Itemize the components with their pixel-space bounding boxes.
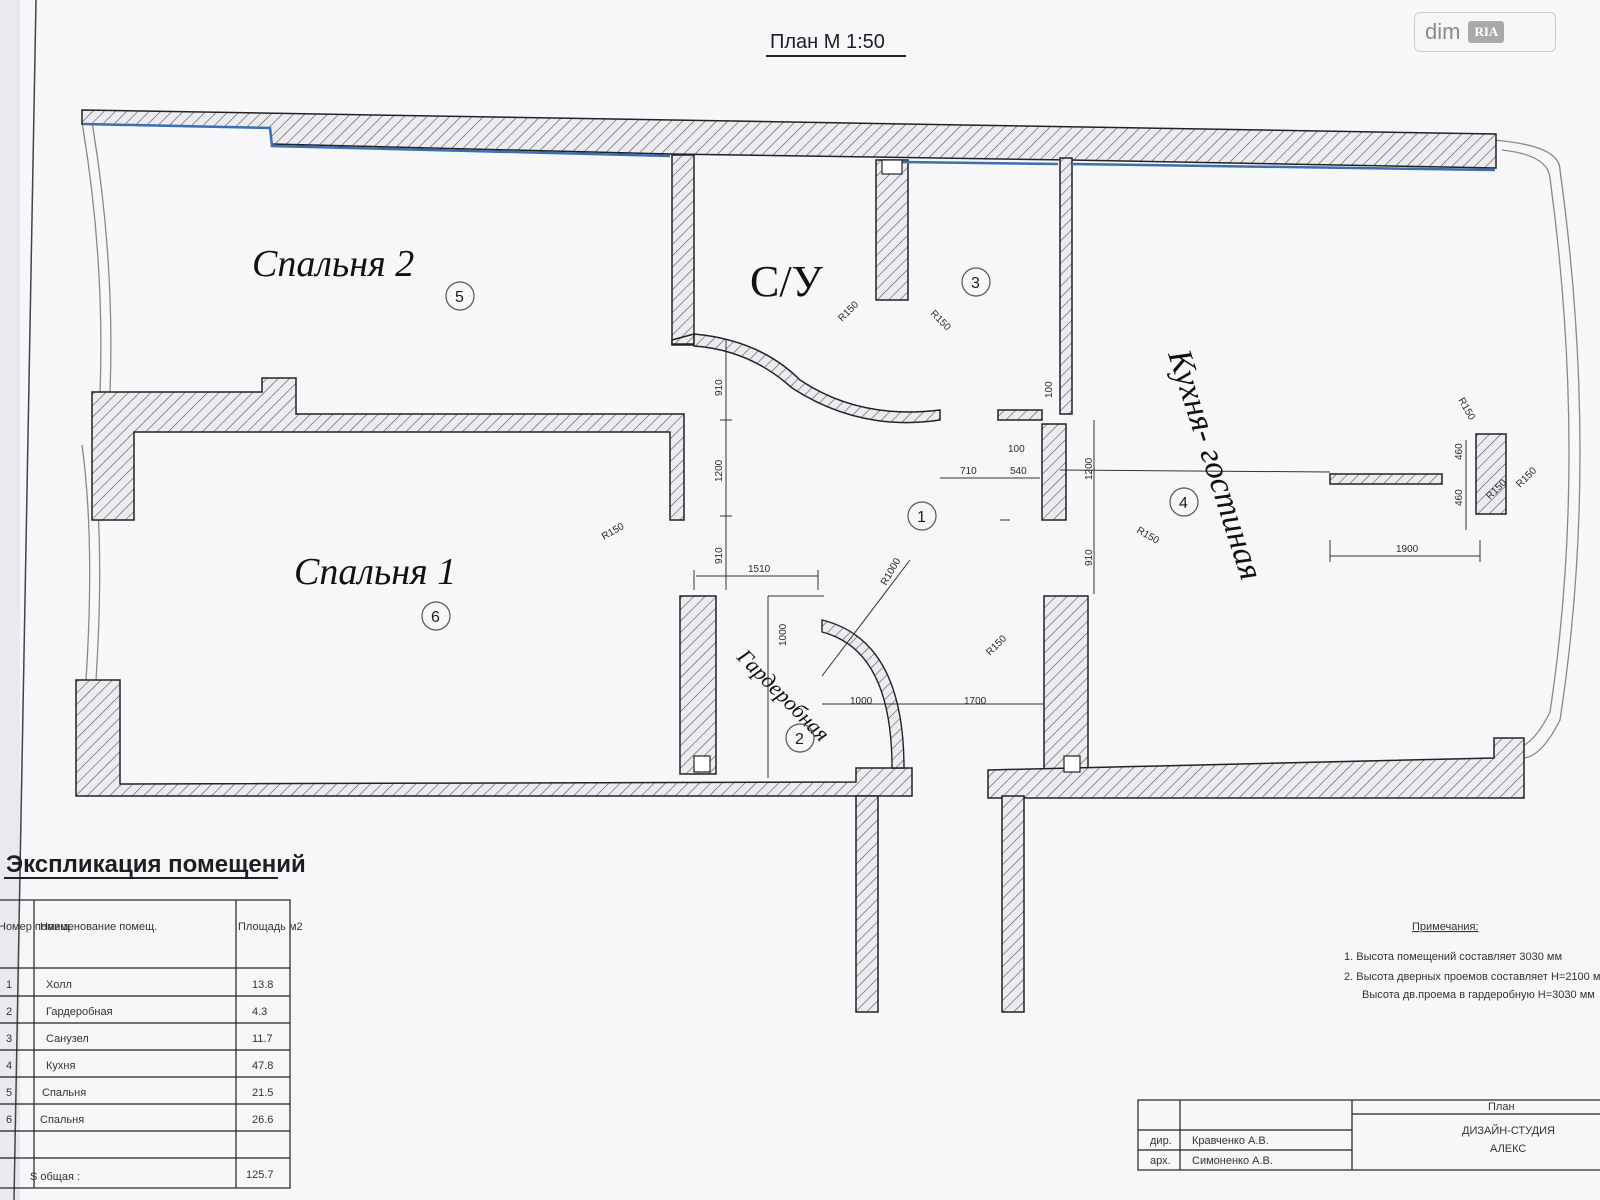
stamp-role-1: дир.: [1150, 1135, 1172, 1147]
explication-header-area: Площадь м2: [238, 921, 303, 933]
stamp-plan: План: [1488, 1101, 1515, 1113]
dimension-lines: [693, 340, 1481, 778]
dim-460-top: 460: [1454, 443, 1465, 460]
dim-910-mid: 910: [714, 547, 725, 564]
table-row-name: Спальня: [42, 1087, 86, 1099]
explication-total-label: S общая :: [30, 1171, 80, 1183]
stamp-studio-2: АЛЕКС: [1490, 1143, 1526, 1155]
table-row-num: 3: [6, 1033, 12, 1045]
notes-line-3: Высота дв.проема в гардеробную Н=3030 мм: [1362, 989, 1595, 1001]
walls: [75, 109, 1525, 1013]
room-label-bedroom2: Спальня 2: [252, 243, 414, 285]
bathroom-curved-wall: [693, 333, 941, 424]
room-num-2: 2: [795, 731, 804, 748]
table-row-num: 6: [6, 1114, 12, 1126]
table-row-name: Гардеробная: [46, 1006, 113, 1018]
explication-title: Экспликация помещений: [6, 851, 306, 878]
explication-header-num: Номер помещ.: [0, 921, 73, 933]
dim-540: 540: [1010, 466, 1027, 477]
table-row-area: 13.8: [252, 979, 273, 991]
table-row-area: 21.5: [252, 1087, 273, 1099]
explication-grid: [0, 899, 291, 1189]
dim-1200-right: 1200: [1084, 457, 1095, 480]
title-block-grid: [1137, 1099, 1600, 1171]
dim-910-right: 910: [1084, 549, 1095, 566]
dim-1900: 1900: [1396, 544, 1419, 555]
stamp-name-2: Симоненко А.В.: [1192, 1155, 1273, 1167]
room-num-5: 5: [455, 289, 464, 306]
dim-1700: 1700: [964, 696, 987, 707]
dim-1000-vert: 1000: [778, 623, 789, 646]
dim-100-b: 100: [1044, 381, 1055, 398]
paper-sheet: [20, 0, 1600, 1200]
table-row-area: 11.7: [252, 1033, 273, 1045]
room-number-markers: [421, 267, 1199, 753]
table-row-name: Холл: [46, 979, 72, 991]
room-num-3: 3: [971, 275, 980, 292]
table-row-area: 47.8: [252, 1060, 273, 1072]
table-row-area: 4.3: [252, 1006, 267, 1018]
stamp-studio-1: ДИЗАЙН-СТУДИЯ: [1462, 1124, 1555, 1137]
dim-1200-left: 1200: [714, 459, 725, 482]
table-row-num: 1: [6, 979, 12, 991]
columns: [693, 159, 1081, 773]
dim-100-a: 100: [1008, 444, 1025, 455]
room-num-4: 4: [1179, 495, 1188, 512]
sheet-border-left: [13, 0, 37, 1200]
room-label-bedroom1: Спальня 1: [294, 551, 456, 593]
stamp-name-1: Кравченко А.В.: [1192, 1135, 1269, 1147]
watermark-ria-logo: RIA: [1468, 21, 1505, 43]
dim-1000-horiz: 1000: [850, 696, 873, 707]
explication-total-value: 125.7: [246, 1169, 274, 1181]
table-row-area: 26.6: [252, 1114, 273, 1126]
dim-460-bottom: 460: [1454, 489, 1465, 506]
explication-rows: 1 Холл 13.8 2 Гардеробная 4.3 3 Санузел …: [6, 979, 273, 1126]
notes-line-2: 2. Высота дверных проемов составляет Н=2…: [1344, 971, 1600, 983]
notes-line-1: 1. Высота помещений составляет 3030 мм: [1344, 951, 1562, 963]
watermark-badge: dim RIA: [1414, 12, 1556, 52]
table-row-name: Кухня: [46, 1060, 75, 1072]
wardrobe-door-arc: [821, 619, 905, 769]
table-row-num: 4: [6, 1060, 12, 1072]
plan-title: План М 1:50: [770, 31, 885, 53]
stamp-role-2: арх.: [1150, 1155, 1171, 1167]
dim-1510: 1510: [748, 564, 771, 575]
explication-header-name: Наименование помещ.: [40, 921, 157, 933]
watermark-dim: dim: [1425, 19, 1461, 44]
room-label-bathroom: С/У: [750, 257, 824, 306]
room-num-6: 6: [431, 609, 440, 626]
table-row-num: 2: [6, 1006, 12, 1018]
table-row-name: Санузел: [46, 1033, 89, 1045]
dim-710: 710: [960, 466, 977, 477]
notes-title: Примечания:: [1412, 921, 1479, 933]
table-row-num: 5: [6, 1087, 12, 1099]
dim-910-top: 910: [714, 379, 725, 396]
table-row-name: Спальня: [40, 1114, 84, 1126]
window-blue-lines: [83, 122, 1496, 172]
room-num-1: 1: [917, 509, 926, 526]
